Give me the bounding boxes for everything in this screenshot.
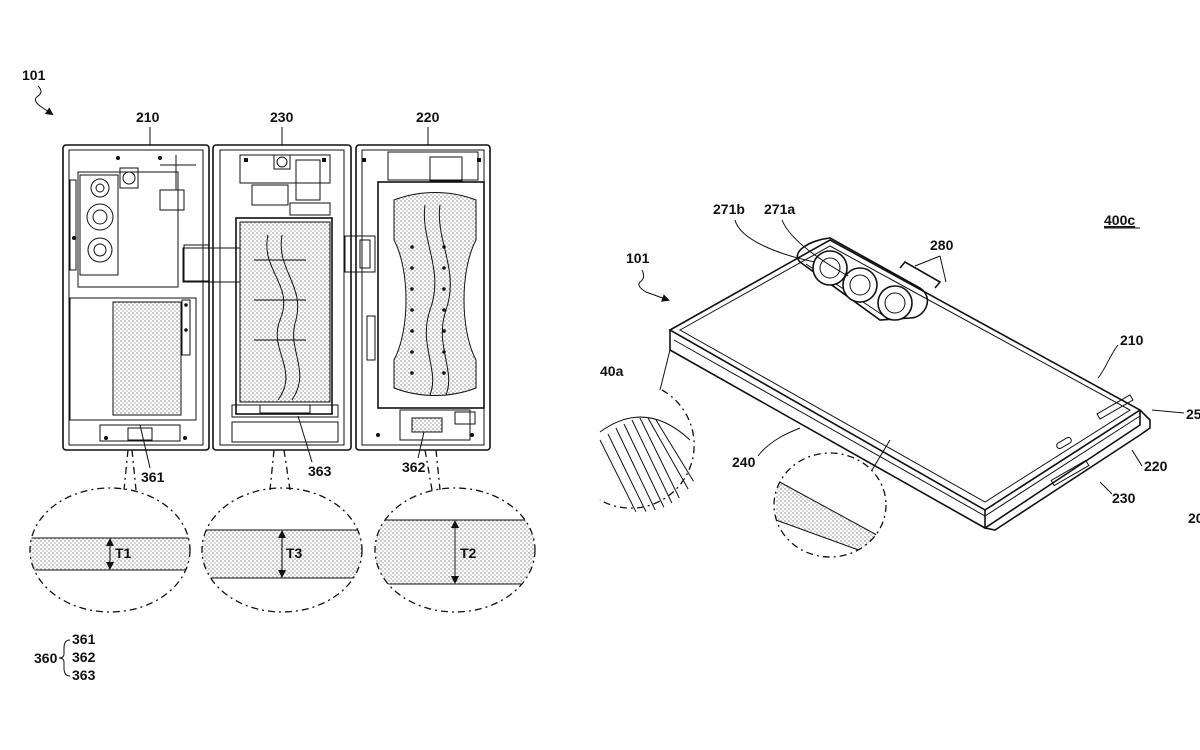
group-ref-360: 360 xyxy=(34,650,58,666)
detail-circle-t1: T1 xyxy=(29,487,191,613)
detail-circle-bottom xyxy=(773,439,891,558)
housing-label-240: 240 xyxy=(732,454,756,470)
panel-210 xyxy=(62,144,210,451)
panel-220 xyxy=(355,144,491,451)
device-ref-label-right: 101 xyxy=(626,250,650,266)
sheet-label-363: 363 xyxy=(308,463,332,479)
camera-lens-271a xyxy=(842,267,878,303)
group-member-363: 363 xyxy=(72,667,96,683)
camera-lens-2 xyxy=(86,203,114,231)
figure-ref-400c: 400c xyxy=(1104,212,1135,228)
part-label-210-left: 210 xyxy=(136,109,160,125)
side-button-280 xyxy=(899,260,942,289)
device-ref-squiggle-left xyxy=(34,85,54,116)
button-label-280: 280 xyxy=(930,237,954,253)
housing-label-210: 210 xyxy=(1120,332,1144,348)
group-member-362: 362 xyxy=(72,649,96,665)
group-legend-360: 360 361 362 363 xyxy=(34,631,96,683)
detail-label-40a: 40a xyxy=(600,363,624,379)
part-label-230-left: 230 xyxy=(270,109,294,125)
thermal-sheet-363 xyxy=(239,221,331,403)
detail-circle-t2: T2 xyxy=(374,487,536,613)
camera-lens-271b xyxy=(812,250,848,286)
part-label-220-left: 220 xyxy=(416,109,440,125)
left-figure: 101 xyxy=(22,67,536,683)
thickness-label-t2: T2 xyxy=(460,545,477,561)
detail-circle-40a: 40a xyxy=(599,349,702,512)
camera-label-271b: 271b xyxy=(713,201,745,217)
camera-lens-3 xyxy=(877,285,913,321)
camera-lens-3 xyxy=(87,237,113,263)
camera-lens-1 xyxy=(90,178,110,198)
foldable-phone-body xyxy=(668,239,1151,531)
housing-label-220: 220 xyxy=(1144,458,1168,474)
camera-bump xyxy=(796,237,929,321)
sheet-361-battery xyxy=(69,297,197,421)
detail-circle-t3: T3 xyxy=(201,487,363,613)
panel-230 xyxy=(212,144,352,451)
group-member-361: 361 xyxy=(72,631,96,647)
sheet-label-361: 361 xyxy=(141,469,165,485)
edge-partial-label-25: 25 xyxy=(1186,406,1200,422)
edge-partial-label-20: 20 xyxy=(1188,510,1200,526)
housing-label-230: 230 xyxy=(1112,490,1136,506)
thermal-sheet-362 xyxy=(393,192,477,396)
camera-label-271a: 271a xyxy=(764,201,795,217)
thermal-sheet-361 xyxy=(112,301,182,416)
right-figure: 400c 101 27 xyxy=(599,201,1200,558)
thickness-label-t3: T3 xyxy=(286,545,303,561)
device-ref-label-left: 101 xyxy=(22,67,46,83)
thickness-label-t1: T1 xyxy=(115,545,132,561)
sheet-label-362: 362 xyxy=(402,459,426,475)
